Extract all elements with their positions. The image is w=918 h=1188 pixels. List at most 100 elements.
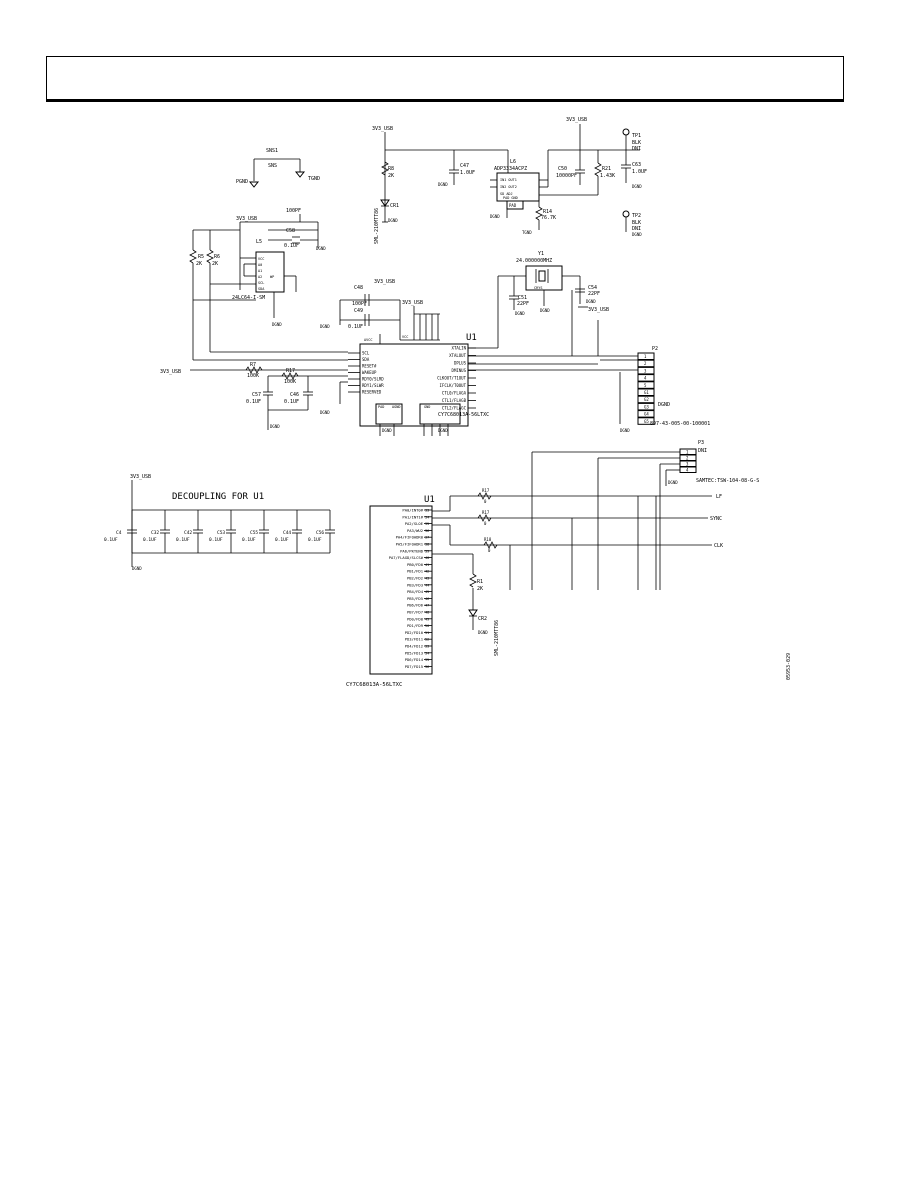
svg-text:24.000000MHZ: 24.000000MHZ xyxy=(516,258,552,264)
svg-text:RESET#: RESET# xyxy=(362,364,377,369)
svg-text:PAD: PAD xyxy=(378,405,384,409)
decoupling-section: 3V3_USB DECOUPLING FOR U1 C40.1UFC320.1U… xyxy=(104,474,335,571)
r1-cr2-led: R1 2K CR2 DGND SML-210MTT86 xyxy=(432,553,500,656)
svg-text:1.0UF: 1.0UF xyxy=(460,170,475,176)
svg-text:PB7/FD7: PB7/FD7 xyxy=(407,610,423,615)
r8-cr1-led: 3V3_USB R8 2K CR1 SML-210MTT86 DGND xyxy=(372,126,508,244)
svg-text:VCC: VCC xyxy=(402,335,408,339)
u1b-port-pin: PA1/INT1#34 xyxy=(402,514,432,519)
svg-text:36: 36 xyxy=(425,665,429,669)
svg-text:49: 49 xyxy=(425,617,429,621)
svg-text:A2: A2 xyxy=(258,275,262,279)
svg-text:L5: L5 xyxy=(256,239,262,245)
svg-text:R18: R18 xyxy=(484,537,492,542)
u1a-pin-left: WAKEUP xyxy=(348,370,377,375)
svg-text:33: 33 xyxy=(425,509,429,513)
svg-text:PA4/FIFOADR0: PA4/FIFOADR0 xyxy=(396,535,424,540)
svg-text:3V3_USB: 3V3_USB xyxy=(374,279,395,285)
svg-text:G5: G5 xyxy=(644,419,649,424)
svg-text:41: 41 xyxy=(425,563,429,567)
svg-text:48: 48 xyxy=(425,611,429,615)
svg-text:22PF: 22PF xyxy=(517,301,529,307)
svg-text:0.1UF: 0.1UF xyxy=(209,537,223,543)
svg-text:C54: C54 xyxy=(588,285,597,291)
svg-text:1: 1 xyxy=(644,354,647,359)
svg-text:33: 33 xyxy=(425,645,429,649)
svg-text:R17: R17 xyxy=(286,368,295,374)
svg-text:CRYS: CRYS xyxy=(534,286,542,290)
svg-text:CLKOUT/T1OUT: CLKOUT/T1OUT xyxy=(437,376,466,381)
svg-text:PB0/FD0: PB0/FD0 xyxy=(407,562,424,567)
svg-text:C51: C51 xyxy=(518,295,527,301)
svg-text:DGND: DGND xyxy=(320,410,330,415)
svg-text:PA7/FLAGD/SLCS#: PA7/FLAGD/SLCS# xyxy=(389,555,424,560)
svg-text:22PF: 22PF xyxy=(588,291,600,297)
svg-text:C48: C48 xyxy=(354,285,363,291)
svg-text:DGND: DGND xyxy=(490,214,500,219)
svg-text:DNI: DNI xyxy=(632,226,641,232)
svg-text:DGND: DGND xyxy=(438,428,448,433)
svg-text:PA2/SLOE: PA2/SLOE xyxy=(405,521,424,526)
u1a-pin-right: CTL1/FLAGB xyxy=(442,398,476,403)
svg-text:46: 46 xyxy=(425,597,429,601)
p2-pin: 4 xyxy=(637,374,655,382)
svg-text:2: 2 xyxy=(644,361,647,366)
y1-crystal: Y1 24.000000MHZ CRYS C51 22PF DGND C54 2… xyxy=(497,251,609,356)
svg-text:SD ADJ: SD ADJ xyxy=(500,192,513,196)
svg-text:PD4/FD12: PD4/FD12 xyxy=(405,644,423,649)
p2-pin: G2 xyxy=(637,395,655,404)
svg-text:0.1UF: 0.1UF xyxy=(242,537,256,543)
svg-text:XTALIN: XTALIN xyxy=(452,346,467,351)
svg-text:3: 3 xyxy=(686,462,689,467)
p2-pin: G5 xyxy=(637,417,655,425)
svg-text:0: 0 xyxy=(484,499,487,504)
svg-text:PB4/FD4: PB4/FD4 xyxy=(407,589,424,594)
p3-pin: 3 xyxy=(679,460,697,467)
svg-text:XTALOUT: XTALOUT xyxy=(449,353,466,358)
svg-text:0: 0 xyxy=(488,548,491,553)
svg-text:2K: 2K xyxy=(477,586,483,592)
svg-text:PB2/FD2: PB2/FD2 xyxy=(407,576,423,581)
svg-text:C47: C47 xyxy=(460,163,469,169)
svg-text:0.1UF: 0.1UF xyxy=(143,537,157,543)
svg-text:PD5/FD13: PD5/FD13 xyxy=(405,650,423,655)
svg-text:R17: R17 xyxy=(482,488,490,493)
svg-text:BLK: BLK xyxy=(632,140,641,146)
svg-text:DGND: DGND xyxy=(272,322,282,327)
svg-text:CTL1/FLAGB: CTL1/FLAGB xyxy=(442,398,467,403)
svg-text:TP2: TP2 xyxy=(632,213,641,219)
svg-text:3V3_USB: 3V3_USB xyxy=(130,474,151,480)
svg-text:35: 35 xyxy=(425,658,429,662)
svg-text:TP1: TP1 xyxy=(632,133,641,139)
u1a-pin-right: CTL2/FLAGC xyxy=(442,406,476,411)
svg-text:51: 51 xyxy=(425,631,429,635)
svg-text:0.1UF: 0.1UF xyxy=(104,537,118,543)
svg-text:A1: A1 xyxy=(258,269,262,273)
svg-text:Y1: Y1 xyxy=(538,251,544,257)
u1a-pin-left: SDA xyxy=(348,357,370,362)
svg-text:SYNC: SYNC xyxy=(710,516,722,522)
svg-text:DGND: DGND xyxy=(540,308,550,313)
u1b-port-pin: PA0/INT0#33 xyxy=(402,508,432,513)
svg-text:R8: R8 xyxy=(388,166,394,172)
u1a-pin-right: IFCLK/T0OUT xyxy=(440,383,476,388)
svg-text:DGND: DGND xyxy=(382,428,392,433)
svg-text:C55: C55 xyxy=(250,530,258,536)
svg-text:3V3_USB: 3V3_USB xyxy=(236,216,257,222)
svg-text:GND: GND xyxy=(424,405,430,409)
svg-text:G2: G2 xyxy=(644,397,649,402)
svg-text:4: 4 xyxy=(686,468,689,473)
svg-text:RDY0/SLRD: RDY0/SLRD xyxy=(362,377,384,382)
svg-text:52: 52 xyxy=(425,638,429,642)
